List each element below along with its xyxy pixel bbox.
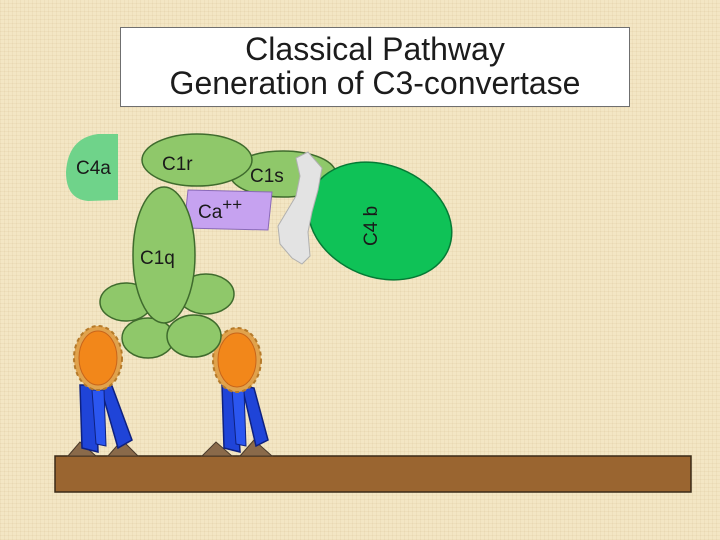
cell-membrane [54,455,692,493]
antigen-icon [73,325,123,391]
title-line-2: Generation of C3-convertase [169,65,581,101]
antibody-icon [66,384,140,457]
c1q-label: C1q [140,248,175,269]
calcium-charge: ++ [222,195,242,214]
c1q-stem [132,186,196,324]
c1r-label: C1r [162,154,193,175]
antibody-icon [200,384,274,457]
calcium-label: Ca++ [198,195,242,223]
c1s-label: C1s [250,166,284,187]
antigen-icon [212,327,262,393]
c4a-label: C4a [76,158,111,179]
c4a-fragment [66,134,118,201]
c1r-subunit [141,133,253,187]
c4b-label: C4 b [361,206,382,246]
title-line-1: Classical Pathway [245,31,505,67]
calcium-symbol: Ca [198,202,223,223]
title-box: Classical Pathway Generation of C3-conve… [120,27,630,107]
c1s-cleavage-site [277,151,323,265]
